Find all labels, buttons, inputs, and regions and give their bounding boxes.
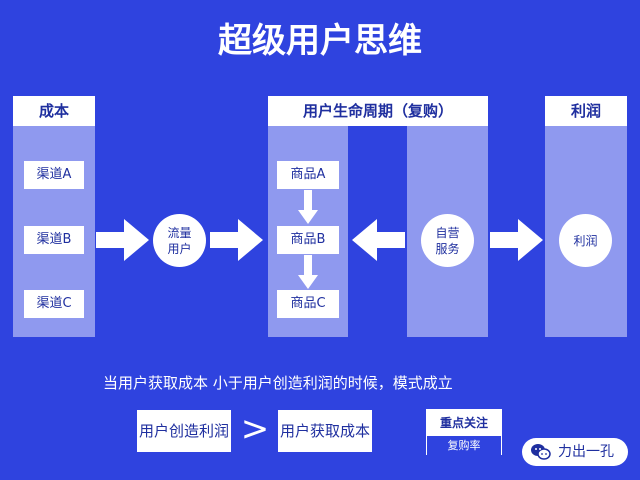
key-focus-title: 重点关注 [427,410,501,437]
profit-column: 利润 [545,96,627,337]
greater-than-symbol: > [240,409,270,449]
repurchase-rate-label: 复购率 [427,437,501,455]
user-acquisition-cost-box: 用户获取成本 [278,410,372,452]
channel-c-box: 渠道C [24,290,84,318]
user-created-profit-box: 用户创造利润 [137,410,231,452]
wechat-icon [531,444,551,460]
service-label: 服务 [435,241,460,256]
product-a-box: 商品A [277,161,339,189]
profit-circle: 利润 [559,214,612,267]
channel-b-box: 渠道B [24,226,84,254]
diagram-title: 超级用户思维 [218,21,422,61]
product-c-box: 商品C [277,290,339,318]
traffic-label: 流量 [167,225,192,240]
cost-column-header: 成本 [13,96,95,126]
self-operated-label: 自营 [435,225,460,240]
key-focus-box: 重点关注 复购率 [426,409,502,455]
lifecycle-header: 用户生命周期（复购） [268,96,488,126]
self-operated-service-circle: 自营 服务 [421,214,474,267]
product-b-box: 商品B [277,226,339,254]
service-to-product-arrow [352,219,405,261]
channel-to-traffic-arrow [96,219,149,261]
users-label: 用户 [167,241,192,256]
traffic-to-product-arrow [210,219,263,261]
profit-column-header: 利润 [545,96,627,126]
channel-a-box: 渠道A [24,161,84,189]
traffic-users-circle: 流量 用户 [153,214,206,267]
profit-circle-label: 利润 [573,233,598,248]
service-to-profit-arrow [490,219,543,261]
success-condition-text: 当用户获取成本 小于用户创造利润的时候，模式成立 [103,374,453,392]
watermark-text: 力出一孔 [558,444,614,460]
watermark: 力出一孔 [522,438,628,466]
